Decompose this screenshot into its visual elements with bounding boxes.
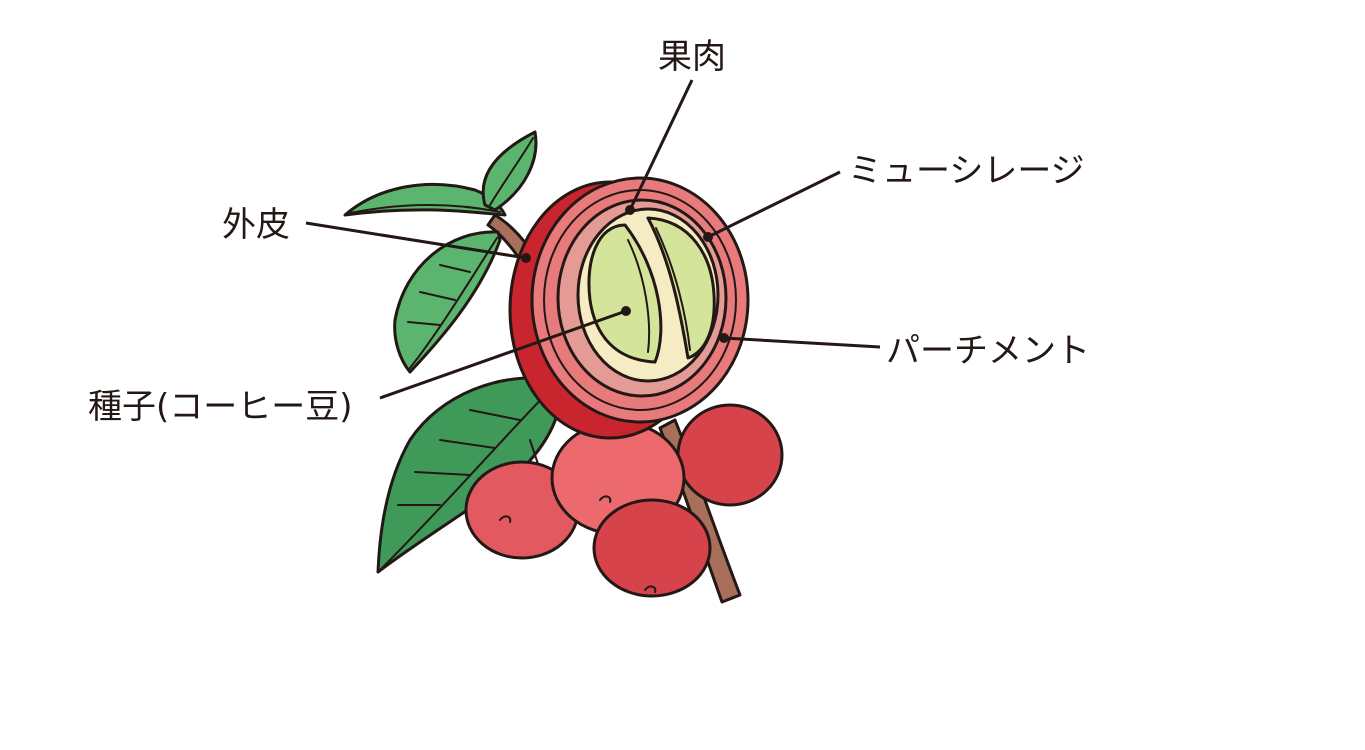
leaf-middle-left	[393, 230, 502, 374]
berry-back-right	[676, 403, 784, 507]
leader-seed	[379, 309, 627, 400]
leader-lines	[305, 79, 881, 400]
leaf-top-small	[481, 130, 538, 212]
berry-cluster	[464, 403, 784, 598]
upper-leaves	[343, 130, 538, 374]
bean-right	[646, 216, 716, 360]
label-flesh: 果肉	[658, 37, 726, 77]
lower-leaf	[376, 376, 563, 574]
leader-skin	[305, 221, 527, 260]
leader-parchment	[723, 336, 881, 349]
berry-bottom	[592, 498, 712, 598]
leader-mucilage	[707, 170, 841, 239]
label-mucilage: ミューシレージ	[848, 151, 1085, 191]
label-skin: 外皮	[222, 205, 290, 245]
labels: 果肉 ミューシレージ 外皮 パーチメント 種子(コーヒー豆)	[88, 37, 1090, 427]
leader-flesh	[628, 79, 694, 211]
label-parchment: パーチメント	[886, 331, 1090, 371]
label-seed: 種子(コーヒー豆)	[88, 387, 353, 427]
bean-left	[587, 223, 663, 364]
cherry-cross-section	[508, 176, 750, 440]
